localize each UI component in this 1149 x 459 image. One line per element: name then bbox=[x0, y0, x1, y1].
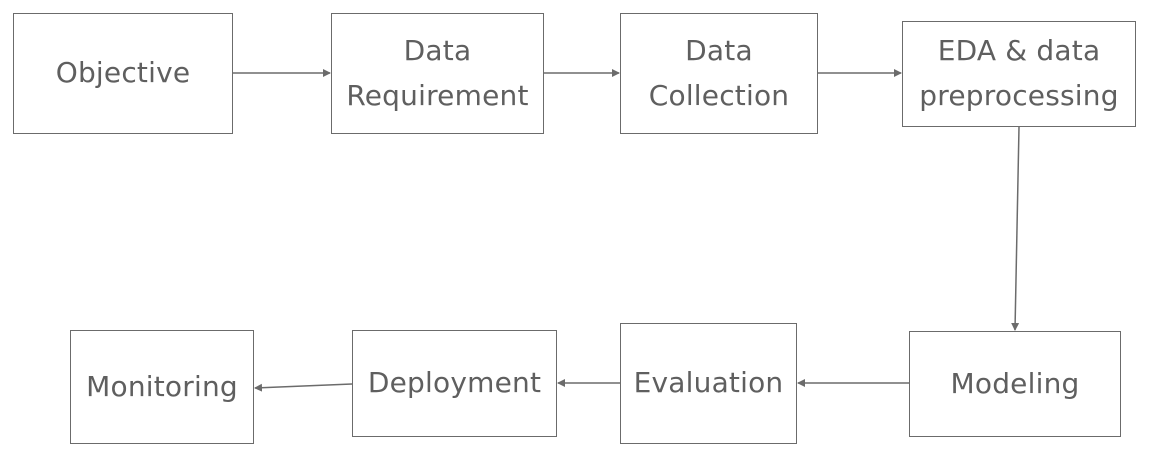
node-modeling-label: Modeling bbox=[950, 366, 1080, 400]
node-eda-preprocessing-label: EDA & data preprocessing bbox=[919, 34, 1119, 112]
node-evaluation: Evaluation bbox=[620, 323, 797, 444]
node-modeling: Modeling bbox=[909, 331, 1121, 437]
node-deployment: Deployment bbox=[352, 330, 557, 437]
node-eda-preprocessing: EDA & data preprocessing bbox=[902, 21, 1136, 127]
node-monitoring-label: Monitoring bbox=[86, 369, 238, 403]
arrow-deployment-to-monitoring bbox=[254, 383, 353, 392]
node-data-collection: Data Collection bbox=[620, 13, 818, 134]
node-objective: Objective bbox=[13, 13, 233, 134]
node-objective-label: Objective bbox=[55, 56, 191, 90]
node-data-requirement-label: Data Requirement bbox=[346, 33, 529, 112]
node-monitoring: Monitoring bbox=[70, 330, 254, 444]
node-data-collection-label: Data Collection bbox=[648, 33, 790, 112]
node-data-requirement: Data Requirement bbox=[331, 13, 544, 134]
arrow-eda-to-modeling bbox=[1011, 126, 1020, 331]
node-deployment-label: Deployment bbox=[367, 366, 542, 400]
node-evaluation-label: Evaluation bbox=[633, 366, 784, 400]
